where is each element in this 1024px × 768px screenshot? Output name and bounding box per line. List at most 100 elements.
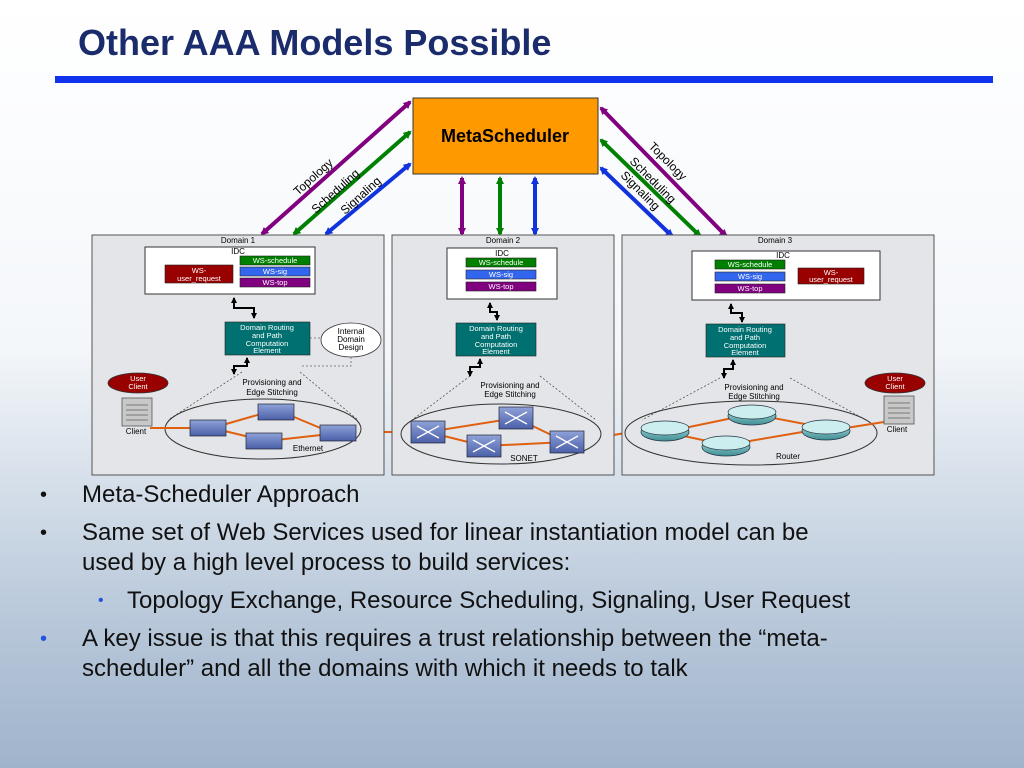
domain-2-idc: IDC WS-schedule WS-sig WS-top bbox=[446, 247, 558, 300]
slide-title: Other AAA Models Possible bbox=[78, 22, 552, 63]
scheduling-arrow-right bbox=[599, 138, 702, 238]
domain-1-provisioning-line-2: Edge Stitching bbox=[246, 388, 298, 397]
domain-2-routing-connector bbox=[467, 358, 483, 377]
domain-3-ws-top-label: WS-top bbox=[737, 284, 762, 293]
domain-1-user-request-label-1: WS- bbox=[192, 266, 207, 275]
domain-1-ws-top bbox=[239, 277, 311, 288]
domain-2-sonet-icon bbox=[410, 406, 585, 458]
domain-3-client-label: Client bbox=[887, 425, 908, 434]
bullet-4-line-2: scheduler” and all the domains with whic… bbox=[82, 655, 688, 682]
domain-2-ws-top-label: WS-top bbox=[488, 282, 513, 291]
domain-3-network-cloud bbox=[624, 400, 878, 466]
domain-1-idc: IDC WS-schedule WS-sig WS-top WS- user_r… bbox=[144, 246, 316, 295]
domain-2-network-label: SONET bbox=[510, 454, 538, 463]
domain-3-idc-connector bbox=[728, 303, 745, 323]
domain-3-routing-line-3: Computation bbox=[724, 341, 767, 350]
domain-1-ws-schedule-label: WS-schedule bbox=[253, 256, 298, 265]
domain-1-provisioning-line-1: Provisioning and bbox=[242, 378, 301, 387]
bullet-4-line-1: A key issue is that this requires a trus… bbox=[82, 625, 828, 652]
domain-2-routing-element: Domain Routing and Path Computation Elem… bbox=[455, 322, 537, 357]
domain-1-ws-top-label: WS-top bbox=[262, 278, 287, 287]
domain-3-router-icon bbox=[640, 404, 851, 457]
domain-3-client-server-icon bbox=[883, 395, 915, 425]
bullet-dot: • bbox=[40, 484, 48, 506]
domain-1-user-client: User Client bbox=[107, 372, 169, 394]
domain-3-ws-schedule bbox=[714, 259, 786, 270]
domain-2-routing-line-2: and Path bbox=[481, 332, 511, 341]
bullet-2-line-2: used by a high level process to build se… bbox=[82, 549, 571, 576]
domain-1-user-request-label-2: user_request bbox=[177, 274, 222, 283]
domain-2-ws-schedule bbox=[465, 257, 537, 268]
domain-3-title: Domain 3 bbox=[758, 236, 793, 245]
domain-1-ws-schedule bbox=[239, 255, 311, 266]
title-rule bbox=[55, 76, 993, 83]
domain-1-client-server-icon bbox=[121, 397, 153, 427]
bullet-dot: • bbox=[40, 522, 48, 544]
bullet-2-line-1: Same set of Web Services used for linear… bbox=[82, 519, 809, 546]
domain-2-routing-line-1: Domain Routing bbox=[469, 324, 523, 333]
domain-2-routing-line-3: Computation bbox=[475, 340, 518, 349]
domain-3-user-client-line-1: User bbox=[887, 374, 903, 383]
domain-3-idc-label: IDC bbox=[776, 251, 790, 260]
bullet-1-text: Meta-Scheduler Approach bbox=[82, 481, 360, 508]
domain-3-user-request-label-2: user_request bbox=[809, 275, 854, 284]
domain-2-provisioning-line-1: Provisioning and bbox=[480, 381, 539, 390]
domain-3-user-client-line-2: Client bbox=[885, 382, 905, 391]
domain-1-routing-connector bbox=[231, 357, 250, 375]
domain-3-user-client: User Client bbox=[864, 372, 926, 394]
domain-3: Domain 3 IDC WS-schedule WS-sig WS-top W… bbox=[621, 234, 935, 476]
domain-3-routing-line-1: Domain Routing bbox=[718, 325, 772, 334]
domain-3-routing-line-2: and Path bbox=[730, 333, 760, 342]
internal-design-line-2: Domain bbox=[337, 335, 365, 344]
signaling-arrow-right bbox=[599, 166, 674, 238]
domain-3-ws-schedule-label: WS-schedule bbox=[728, 260, 773, 269]
domain-1-user-client-line-2: Client bbox=[128, 382, 148, 391]
domain-2: Domain 2 IDC WS-schedule WS-sig WS-top D… bbox=[391, 234, 615, 476]
domain-3-ws-user-request bbox=[797, 267, 865, 285]
domain-2-ws-sig-label: WS-sig bbox=[489, 270, 513, 279]
domain-1-user-client-line-1: User bbox=[130, 374, 146, 383]
internal-design-line-3: Design bbox=[339, 343, 364, 352]
domain-2-routing-line-4: Element bbox=[482, 347, 510, 356]
metascheduler-label: MetaScheduler bbox=[441, 126, 569, 146]
domain-1-network-label: Ethernet bbox=[293, 444, 324, 453]
domain-3-routing-element: Domain Routing and Path Computation Elem… bbox=[705, 323, 786, 358]
domain-1-internal-design: Internal Domain Design bbox=[300, 322, 382, 367]
domain-1-ws-user-request bbox=[164, 264, 234, 284]
topology-arrow-right bbox=[599, 106, 728, 238]
domain-1-routing-line-3: Computation bbox=[246, 339, 289, 348]
domain-3-user-request-label-1: WS- bbox=[824, 268, 839, 277]
domain-3-network-label: Router bbox=[776, 452, 800, 461]
domain-1-routing-element: Domain Routing and Path Computation Elem… bbox=[224, 321, 311, 356]
internal-design-line-1: Internal bbox=[338, 327, 365, 336]
domain-1: Domain 1 IDC WS-schedule WS-sig WS-top W… bbox=[91, 234, 385, 476]
domain-1-switch-icon bbox=[189, 403, 357, 450]
domain-2-ws-top bbox=[465, 281, 537, 292]
domain-2-title: Domain 2 bbox=[486, 236, 521, 245]
domain-2-network-cloud bbox=[400, 403, 602, 465]
domain-2-idc-connector bbox=[487, 302, 500, 321]
domain-3-routing-connector bbox=[721, 359, 736, 379]
architecture-diagram: MetaScheduler Topology Scheduling Signal… bbox=[91, 97, 935, 476]
domain-3-ws-sig-label: WS-sig bbox=[738, 272, 762, 281]
domain-3-routing-line-4: Element bbox=[731, 348, 759, 357]
signaling-arrow-left bbox=[324, 162, 412, 236]
domain-3-provisioning-line-2: Edge Stitching bbox=[728, 392, 780, 401]
domain-3-ws-sig bbox=[714, 271, 786, 282]
domain-3-idc: IDC WS-schedule WS-sig WS-top WS- user_r… bbox=[691, 250, 881, 301]
domain-1-routing-line-1: Domain Routing bbox=[240, 323, 294, 332]
domain-2-idc-label: IDC bbox=[495, 249, 509, 258]
domain-3-provisioning-line-1: Provisioning and bbox=[724, 383, 783, 392]
bullet-dot: • bbox=[98, 592, 104, 609]
domain-1-ws-sig bbox=[239, 266, 311, 277]
domain-3-ws-top bbox=[714, 283, 786, 294]
domain-1-idc-label: IDC bbox=[231, 247, 245, 256]
domain-1-title: Domain 1 bbox=[221, 236, 256, 245]
metascheduler-node: MetaScheduler bbox=[412, 97, 599, 175]
topology-arrow-left bbox=[260, 100, 412, 236]
domain-1-routing-line-2: and Path bbox=[252, 331, 282, 340]
bullet-3-text: Topology Exchange, Resource Scheduling, … bbox=[127, 587, 851, 614]
domain-2-ws-schedule-label: WS-schedule bbox=[479, 258, 524, 267]
domain-2-ws-sig bbox=[465, 269, 537, 280]
domain-1-client-label: Client bbox=[126, 427, 147, 436]
